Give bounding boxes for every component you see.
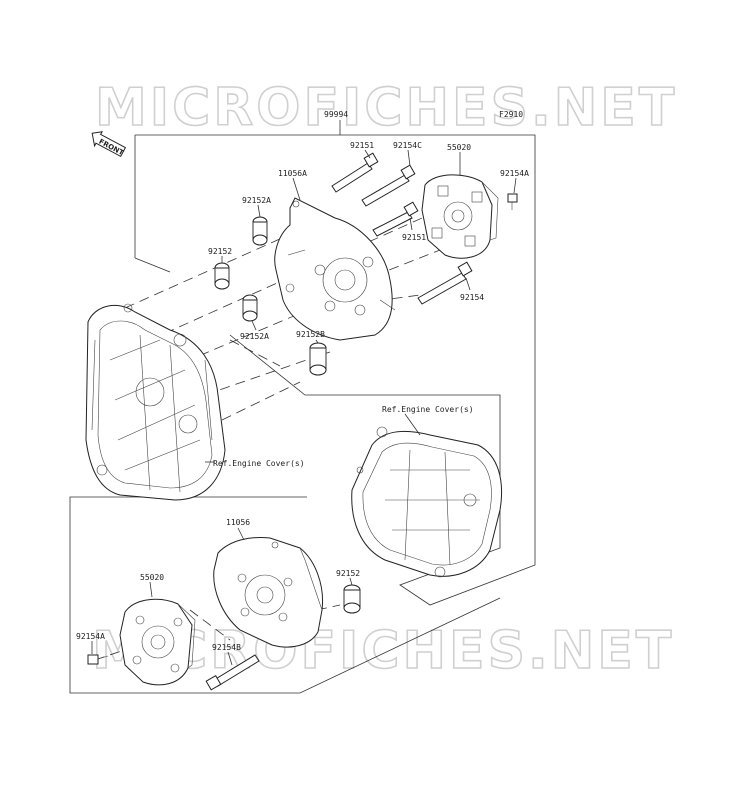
bracket-tick: [134, 257, 171, 273]
leader-ref-right: [404, 413, 421, 436]
leader-11056a: [292, 177, 301, 201]
label-11056: 11056: [226, 518, 250, 527]
label-99994: 99994: [324, 110, 348, 119]
label-ref-engine-cover-left: Ref.Engine Cover(s): [213, 459, 305, 468]
axis-line-1: [124, 229, 301, 309]
leader-92152a-top: [257, 204, 261, 218]
leader-92154: [465, 277, 471, 291]
leader-11056: [237, 527, 245, 541]
label-55020-top: 55020: [447, 143, 471, 152]
assembly-bracket-upper: [135, 134, 536, 606]
collar-92152-top: [214, 262, 230, 290]
label-92154: 92154: [460, 293, 484, 302]
collar-92152a-top: [252, 216, 268, 246]
bolt-92154a-bottom: [87, 654, 109, 665]
collar-92152-bottom: [343, 584, 361, 614]
label-92152-bottom: 92152: [336, 569, 360, 578]
collar-92152a-mid: [242, 294, 258, 322]
axis-line-9: [189, 609, 231, 641]
leader-92154a-top: [513, 177, 517, 194]
label-92152-top: 92152: [208, 247, 232, 256]
axis-line-8: [229, 339, 281, 367]
label-92152a-mid: 92152A: [240, 332, 269, 341]
label-ref-engine-cover-right: Ref.Engine Cover(s): [382, 405, 474, 414]
engine-cover-left: [85, 303, 226, 501]
bolt-92154c: [361, 164, 416, 207]
label-92154b: 92154B: [212, 643, 241, 652]
bolt-92154a-top: [507, 193, 518, 210]
label-92154c: 92154C: [393, 141, 422, 150]
leader-92154c: [407, 149, 411, 167]
engine-cover-right: [351, 426, 503, 578]
collar-92152b: [309, 342, 327, 376]
label-92152a-top: 92152A: [242, 196, 271, 205]
label-92154a-bottom: 92154A: [76, 632, 105, 641]
leader-92151-mid: [409, 217, 413, 231]
label-11056a: 11056A: [278, 169, 307, 178]
leader-92151-top: [364, 149, 371, 159]
leader-92152a-mid: [251, 320, 257, 331]
leader-55020-bottom: [149, 581, 153, 598]
leader-92152-bottom: [349, 577, 353, 586]
leader-92152b: [315, 339, 319, 344]
frame-slider-55020-top: [421, 174, 499, 259]
frame-slider-55020-bottom: [119, 598, 196, 686]
slider-plate-11056a: [274, 197, 396, 341]
bolt-92154b: [205, 654, 260, 691]
leader-92154b: [227, 651, 233, 666]
label-55020-bottom: 55020: [140, 573, 164, 582]
diagram-code: F2910: [499, 110, 523, 119]
label-92154a-top: 92154A: [500, 169, 529, 178]
label-92152b: 92152B: [296, 330, 325, 339]
bolt-92151-mid: [372, 201, 419, 237]
label-92151-mid: 92151: [402, 233, 426, 242]
bolt-92151-top: [331, 152, 379, 193]
label-92151-top: 92151: [350, 141, 374, 150]
slider-plate-11056: [213, 537, 324, 648]
axis-line-5: [221, 381, 301, 421]
watermark-top: MICROFICHES.NET: [95, 78, 677, 138]
